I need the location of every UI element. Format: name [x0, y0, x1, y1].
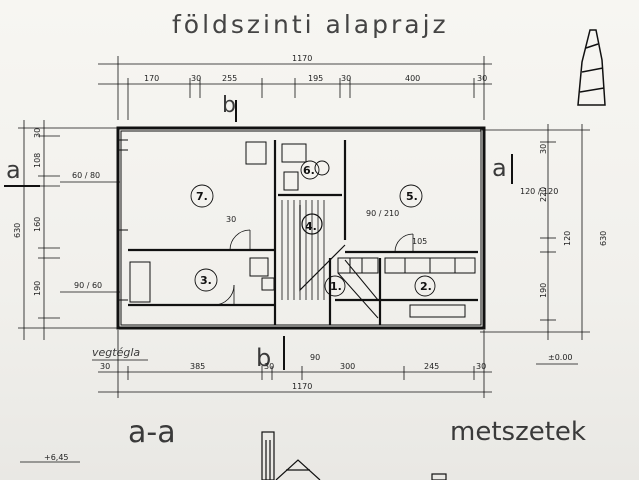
bottom-dim-7: 30: [476, 362, 486, 371]
annotation-90-210: 90 / 210: [366, 209, 399, 218]
tower-sketch: [577, 29, 606, 106]
right-window-dim: 120 / 120: [520, 187, 558, 196]
top-dim-6: 400: [405, 74, 420, 83]
right-dim-1: 30: [539, 144, 548, 154]
sections-word: metszetek: [450, 417, 586, 447]
left-door-dim-1: 60 / 80: [72, 171, 100, 180]
room-number-4: 4.: [305, 220, 317, 233]
bottom-dim-5: 300: [340, 362, 355, 371]
top-dim-1: 170: [144, 74, 159, 83]
staircase: [281, 200, 346, 300]
bottom-dimension-chain: [98, 330, 492, 398]
section-label: a-a: [128, 415, 176, 450]
bottom-dim-2: 385: [190, 362, 205, 371]
room-number-2: 2.: [420, 280, 432, 293]
top-dim-7: 30: [477, 74, 487, 83]
bottom-dim-6: 245: [424, 362, 439, 371]
left-dim-6: 190: [33, 281, 42, 296]
section-marker-a-left: a: [6, 156, 21, 184]
section-sketch: [261, 431, 447, 480]
left-door-dim-2: 90 / 60: [74, 281, 102, 290]
room-number-6: 6.: [303, 164, 315, 177]
exterior-walls: [116, 126, 486, 330]
bathroom-fixtures: [245, 141, 330, 191]
top-dim-5: 30: [341, 74, 351, 83]
top-overall-dimension: 1170: [292, 54, 312, 63]
left-dim-4: 160: [33, 217, 42, 232]
right-dim-2: 220: [539, 187, 548, 202]
material-note: vegtégla: [92, 346, 140, 359]
room-number-7: 7.: [196, 190, 208, 203]
top-dimension-chain: [98, 56, 492, 120]
left-dimension-chain: [18, 120, 120, 340]
annotation-105: 105: [412, 237, 427, 246]
right-dim-5: 190: [539, 283, 548, 298]
left-overall-dimension: 630: [13, 223, 22, 238]
bottom-dim-1: 30: [100, 362, 110, 371]
right-dimension-chain: [480, 124, 590, 340]
section-marker-b-bottom: b: [256, 344, 271, 372]
counters: [129, 257, 476, 319]
left-dim-1: 30: [33, 128, 42, 138]
section-marker-a-right: a: [492, 154, 507, 182]
top-dim-2: 30: [191, 74, 201, 83]
interior-walls: [128, 140, 478, 325]
door-swings: [213, 229, 414, 306]
right-overall-dimension: 630: [599, 231, 608, 246]
left-dim-2: 108: [33, 153, 42, 168]
top-dim-4: 195: [308, 74, 323, 83]
bottom-dim-3: 30: [264, 362, 274, 371]
room-number-5: 5.: [406, 190, 418, 203]
drawing-title: földszinti alaprajz: [172, 10, 449, 39]
bottom-overall-dimension: 1170: [292, 382, 312, 391]
room-number-3: 3.: [200, 274, 212, 287]
bottom-dim-4: 90: [310, 353, 320, 362]
room-number-1: 1.: [330, 280, 342, 293]
room-circles: [190, 160, 436, 297]
elevation-zero: ±0.00: [548, 353, 573, 362]
elevation-top: +6,45: [44, 453, 69, 462]
top-dim-3: 255: [222, 74, 237, 83]
annotation-30: 30: [226, 215, 236, 224]
section-marker-b-top: b: [222, 93, 236, 118]
right-dim-mid: 120: [563, 231, 572, 246]
